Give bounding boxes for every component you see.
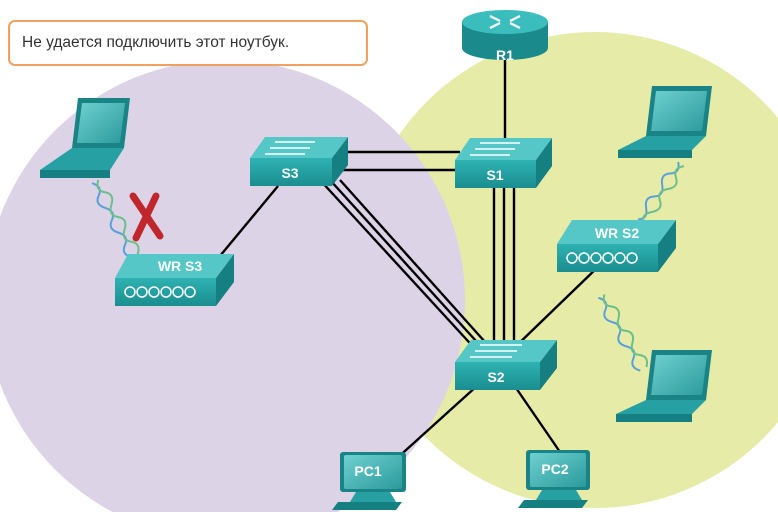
switch-s3[interactable]: S3 xyxy=(250,137,348,186)
router-icon xyxy=(489,15,521,29)
laptop-icon xyxy=(40,98,130,178)
switch-s2-label: S2 xyxy=(487,369,504,385)
wrs2-label: WR S2 xyxy=(595,225,640,241)
x-mark-icon xyxy=(129,192,164,242)
laptop-top-right[interactable] xyxy=(618,86,712,158)
cable-s2-pc2 xyxy=(513,384,561,453)
callout-message: Не удается подключить этот ноутбук. xyxy=(8,20,368,66)
pc-pc2[interactable]: PC2 xyxy=(518,450,590,508)
cable-wrs2-s2 xyxy=(511,264,601,351)
cable-s3-wrs3 xyxy=(214,185,279,263)
wrs3-label: WR S3 xyxy=(158,258,203,274)
cable-s3-s2-a xyxy=(319,179,479,353)
laptop-left[interactable] xyxy=(40,98,130,178)
pc-icon xyxy=(518,450,590,508)
switch-icon xyxy=(265,141,315,155)
wireless-router-wrs2[interactable]: WR S2 xyxy=(557,220,676,272)
cable-s2-pc1 xyxy=(394,384,479,461)
cable-s3-s2-c xyxy=(339,179,495,353)
pc-icon xyxy=(332,452,406,510)
switch-s1[interactable]: S1 xyxy=(455,138,552,188)
wave-wrs2-laptop xyxy=(598,296,641,372)
wireless-router-icon xyxy=(566,252,638,264)
wireless-router-wrs3[interactable]: WR S3 xyxy=(115,254,234,306)
switch-s2[interactable]: S2 xyxy=(455,340,557,390)
laptop-icon xyxy=(616,350,712,422)
cable-s3-s2-b xyxy=(329,179,487,353)
pc2-label: PC2 xyxy=(541,461,568,477)
pc-pc1[interactable]: PC1 xyxy=(332,452,406,510)
router-r1-label: R1 xyxy=(496,47,514,63)
switch-icon xyxy=(470,344,522,358)
pc1-label: PC1 xyxy=(354,463,381,479)
switch-s1-label: S1 xyxy=(486,167,503,183)
cables xyxy=(214,60,601,461)
laptop-icon xyxy=(618,86,712,158)
laptop-bottom-right[interactable] xyxy=(616,350,712,422)
switch-icon xyxy=(470,142,520,156)
wireless-zone-left xyxy=(0,60,465,517)
switch-s3-label: S3 xyxy=(281,165,298,181)
router-r1[interactable]: R1 xyxy=(462,10,548,63)
wireless-router-icon xyxy=(124,286,196,298)
